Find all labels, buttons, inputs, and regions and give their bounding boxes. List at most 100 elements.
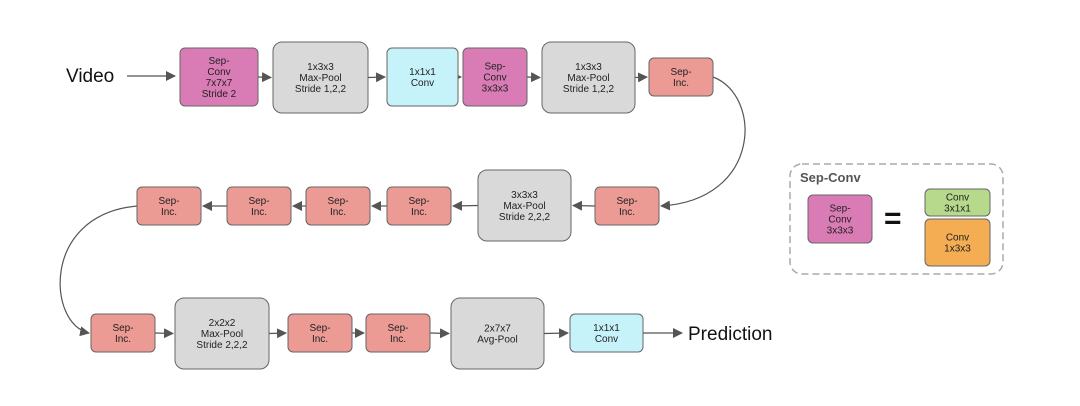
node-box	[179, 47, 259, 107]
node-label: Avg-Pool	[477, 335, 517, 346]
node-label: Inc.	[161, 207, 177, 218]
node-label: Stride 2	[202, 89, 237, 100]
node-label: Stride 1,2,2	[295, 84, 347, 95]
node-sep-inc: Sep-Inc.	[226, 186, 292, 226]
node-sep-inc: Sep-Inc.	[594, 186, 660, 226]
node-label: Sep-	[408, 196, 429, 207]
node-label: Conv	[946, 233, 969, 244]
node-sep-inc: Sep-Inc.	[136, 186, 202, 226]
edge-arrow	[268, 328, 287, 339]
node-label: Inc.	[411, 207, 427, 218]
node-label: 3x1x1	[944, 204, 971, 215]
node-label: Sep-	[327, 196, 348, 207]
edge-arrow	[154, 328, 174, 339]
node-label: Inc.	[619, 207, 635, 218]
node-label: Conv	[828, 215, 851, 226]
node-label: Stride 2,2,2	[196, 340, 248, 351]
node-label: Conv	[595, 334, 618, 345]
node-box	[648, 57, 714, 97]
node-box	[462, 47, 528, 107]
node-label: Max-Pool	[503, 201, 545, 212]
node-label: Max-Pool	[201, 329, 243, 340]
node-label: Conv	[483, 73, 506, 84]
node-box	[477, 169, 572, 242]
node-label: 1x3x3	[575, 62, 602, 73]
node-label: Inc.	[390, 334, 406, 345]
node-sep-inc: Sep-Inc.	[287, 313, 353, 353]
node-label: Sep-	[112, 323, 133, 334]
node-label: 1x1x1	[593, 323, 620, 334]
node-box	[541, 41, 636, 114]
node-label: Inc.	[115, 334, 131, 345]
node-box	[272, 41, 369, 114]
node-label: 3x3x3	[511, 190, 538, 201]
node-label: 1x3x3	[307, 62, 334, 73]
node-box	[807, 194, 873, 244]
node-label: Sep-	[309, 323, 330, 334]
node-label: Max-Pool	[299, 73, 341, 84]
node-box	[386, 186, 452, 226]
node-label: Sep-	[248, 196, 269, 207]
node-label: Sep-	[208, 56, 229, 67]
node-box	[287, 313, 353, 353]
node-label: Inc.	[251, 207, 267, 218]
node-label: Inc.	[673, 78, 689, 89]
node-label: 1x1x1	[409, 67, 436, 78]
node-label: 3x3x3	[827, 226, 854, 237]
node-sep-inc: Sep-Inc.	[90, 313, 156, 353]
node-sep-inc: Sep-Inc.	[365, 313, 431, 353]
node-box	[450, 297, 545, 370]
node-label: Sep-	[829, 204, 850, 215]
node-sep-inc: Sep-Inc.	[648, 57, 714, 97]
node-box	[226, 186, 292, 226]
edge-arrow	[59, 205, 138, 337]
edge-arrow	[572, 200, 596, 211]
input-label: Video	[66, 66, 114, 87]
node-sep-inc: Sep-Inc.	[305, 186, 371, 226]
edge-arrow	[429, 328, 450, 339]
node-label: Inc.	[330, 207, 346, 218]
node-label: Sep-	[387, 323, 408, 334]
edge-arrow	[257, 72, 272, 83]
edge-arrow	[526, 72, 541, 83]
node-box	[924, 188, 991, 217]
node-label: Sep-	[670, 67, 691, 78]
node-label: Stride 1,2,2	[563, 84, 615, 95]
edge-arrow	[634, 72, 648, 83]
node-label: Conv	[946, 193, 969, 204]
output-label: Prediction	[688, 324, 773, 345]
node-box	[90, 313, 156, 353]
node-label: Sep-	[616, 196, 637, 207]
node-label: 2x2x2	[209, 318, 236, 329]
node-sep-inc: Sep-Inc.	[386, 186, 452, 226]
node-box	[174, 297, 270, 370]
node-box	[365, 313, 431, 353]
node-box	[386, 47, 459, 107]
sep-conv-legend: Sep-Conv = Sep-Conv3x3x3Conv3x1x1Conv1x3…	[789, 163, 1004, 275]
legend-frame	[789, 163, 1004, 275]
node-label: Max-Pool	[567, 73, 609, 84]
node-label: Sep-	[484, 62, 505, 73]
node-label: 1x3x3	[944, 244, 971, 255]
equals-sign: =	[884, 202, 902, 235]
node-label: 3x3x3	[482, 84, 509, 95]
node-label: 2x7x7	[484, 324, 511, 335]
edge-arrow	[452, 200, 479, 211]
node-label: Inc.	[312, 334, 328, 345]
node-box	[305, 186, 371, 226]
node-label: Stride 2,2,2	[499, 212, 551, 223]
node-label: Conv	[207, 67, 230, 78]
legend-title: Sep-Conv	[800, 170, 861, 185]
node-box	[924, 218, 991, 267]
